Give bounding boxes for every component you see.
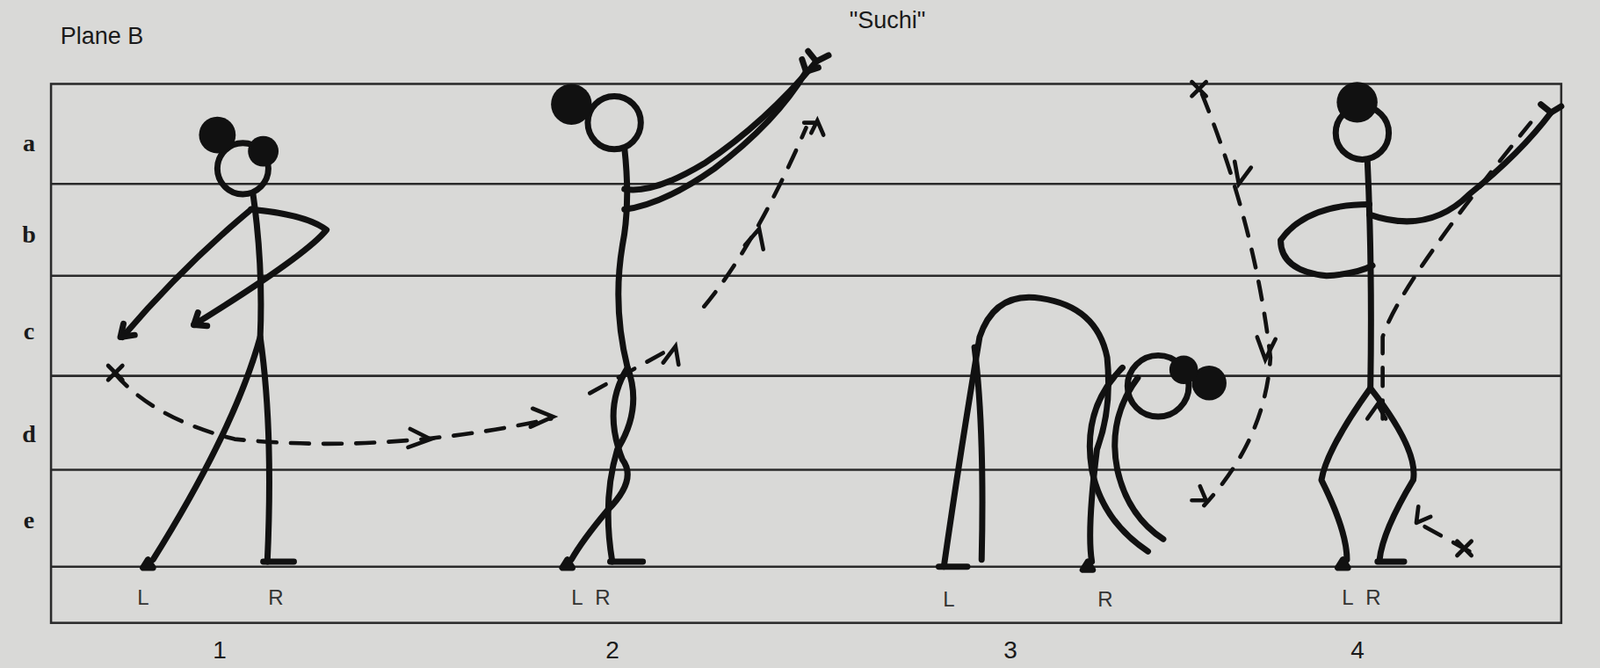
heading-text: "Suchi" xyxy=(849,8,927,33)
foot-label: L xyxy=(1341,586,1354,609)
foot-label: R xyxy=(1365,586,1381,609)
foot-label: R xyxy=(594,586,610,609)
row-letter: c xyxy=(23,318,35,344)
foot-label: R xyxy=(1097,588,1113,610)
foot-label: L xyxy=(571,586,583,609)
figure-number: 2 xyxy=(605,637,620,663)
foot-label: L xyxy=(942,588,955,610)
row-letter: a xyxy=(22,130,36,156)
row-letter: d xyxy=(21,421,37,447)
foot-label: R xyxy=(267,586,283,609)
figure-number: 4 xyxy=(1350,637,1365,663)
figure-number: 3 xyxy=(1003,637,1018,663)
figure-number: 1 xyxy=(212,637,227,663)
foot-label: L xyxy=(137,586,149,609)
heading-text: Plane B xyxy=(60,24,145,49)
row-letter: e xyxy=(23,507,35,533)
row-letter: b xyxy=(21,222,37,247)
